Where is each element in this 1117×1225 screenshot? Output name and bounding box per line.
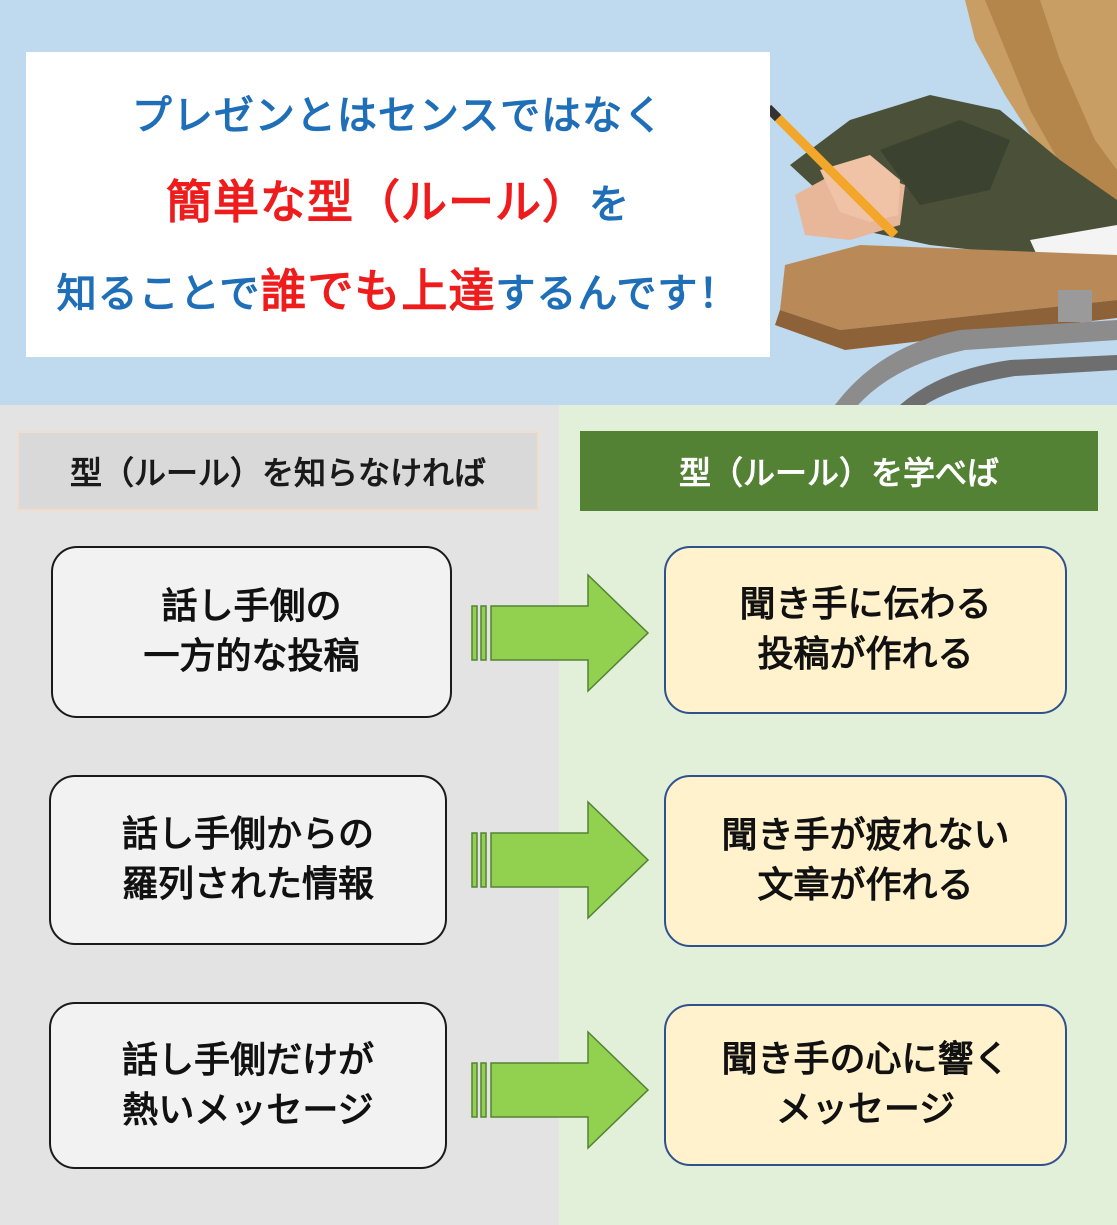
left-card-3: 話し手側だけが 熱いメッセージ xyxy=(49,1002,447,1169)
left-card-1-line-2: 一方的な投稿 xyxy=(143,636,360,677)
headline-anyone-improves: 誰でも上達 xyxy=(260,263,496,318)
right-card-3: 聞き手の心に響く メッセージ xyxy=(664,1004,1067,1166)
headline-line-2: 簡単な型（ルール）を xyxy=(166,174,630,233)
right-card-2-line-2: 文章が作れる xyxy=(757,865,974,906)
right-header: 型（ルール）を学べば xyxy=(580,431,1098,511)
right-arrow-icon xyxy=(471,1030,650,1150)
headline-line-3-end: するんです！ xyxy=(495,270,740,317)
headline-rule-emphasis: 簡単な型（ルール） xyxy=(166,174,589,229)
left-card-3-line-2: 熱いメッセージ xyxy=(122,1089,374,1131)
left-card-2-line-2: 羅列された情報 xyxy=(121,864,374,905)
left-card-1-line-1: 話し手側の xyxy=(161,586,342,627)
left-card-1: 話し手側の 一方的な投稿 xyxy=(51,546,452,718)
left-card-2-line-1: 話し手側からの xyxy=(121,814,374,855)
headline-line-2-particle: を xyxy=(589,181,630,228)
hero-banner: プレゼンとはセンスではなく 簡単な型（ルール）を 知ることで誰でも上達するんです… xyxy=(0,0,1117,405)
left-card-3-line-1: 話し手側だけが xyxy=(121,1039,374,1081)
right-card-1: 聞き手に伝わる 投稿が作れる xyxy=(664,546,1067,714)
right-card-2-line-1: 聞き手が疲れない xyxy=(721,815,1010,856)
headline-line-1: プレゼンとはセンスではなく xyxy=(132,88,664,144)
headline-line-3: 知ることで誰でも上達するんです！ xyxy=(57,263,740,322)
student-writing-photo xyxy=(764,0,1117,405)
right-card-2: 聞き手が疲れない 文章が作れる xyxy=(664,775,1067,947)
left-card-2: 話し手側からの 羅列された情報 xyxy=(49,775,447,945)
right-card-3-line-2: メッセージ xyxy=(775,1089,956,1130)
right-arrow-icon xyxy=(471,573,650,693)
right-card-3-line-1: 聞き手の心に響く xyxy=(721,1039,1010,1080)
headline-line-1-text: プレゼンとはセンスではなく xyxy=(131,92,665,139)
left-header: 型（ルール）を知らなければ xyxy=(17,431,539,511)
headline-box: プレゼンとはセンスではなく 簡単な型（ルール）を 知ることで誰でも上達するんです… xyxy=(26,52,770,357)
headline-line-3-start: 知ることで xyxy=(56,270,261,317)
right-arrow-icon xyxy=(471,800,650,920)
right-card-1-line-2: 投稿が作れる xyxy=(757,634,974,675)
right-card-1-line-1: 聞き手に伝わる xyxy=(739,584,992,625)
